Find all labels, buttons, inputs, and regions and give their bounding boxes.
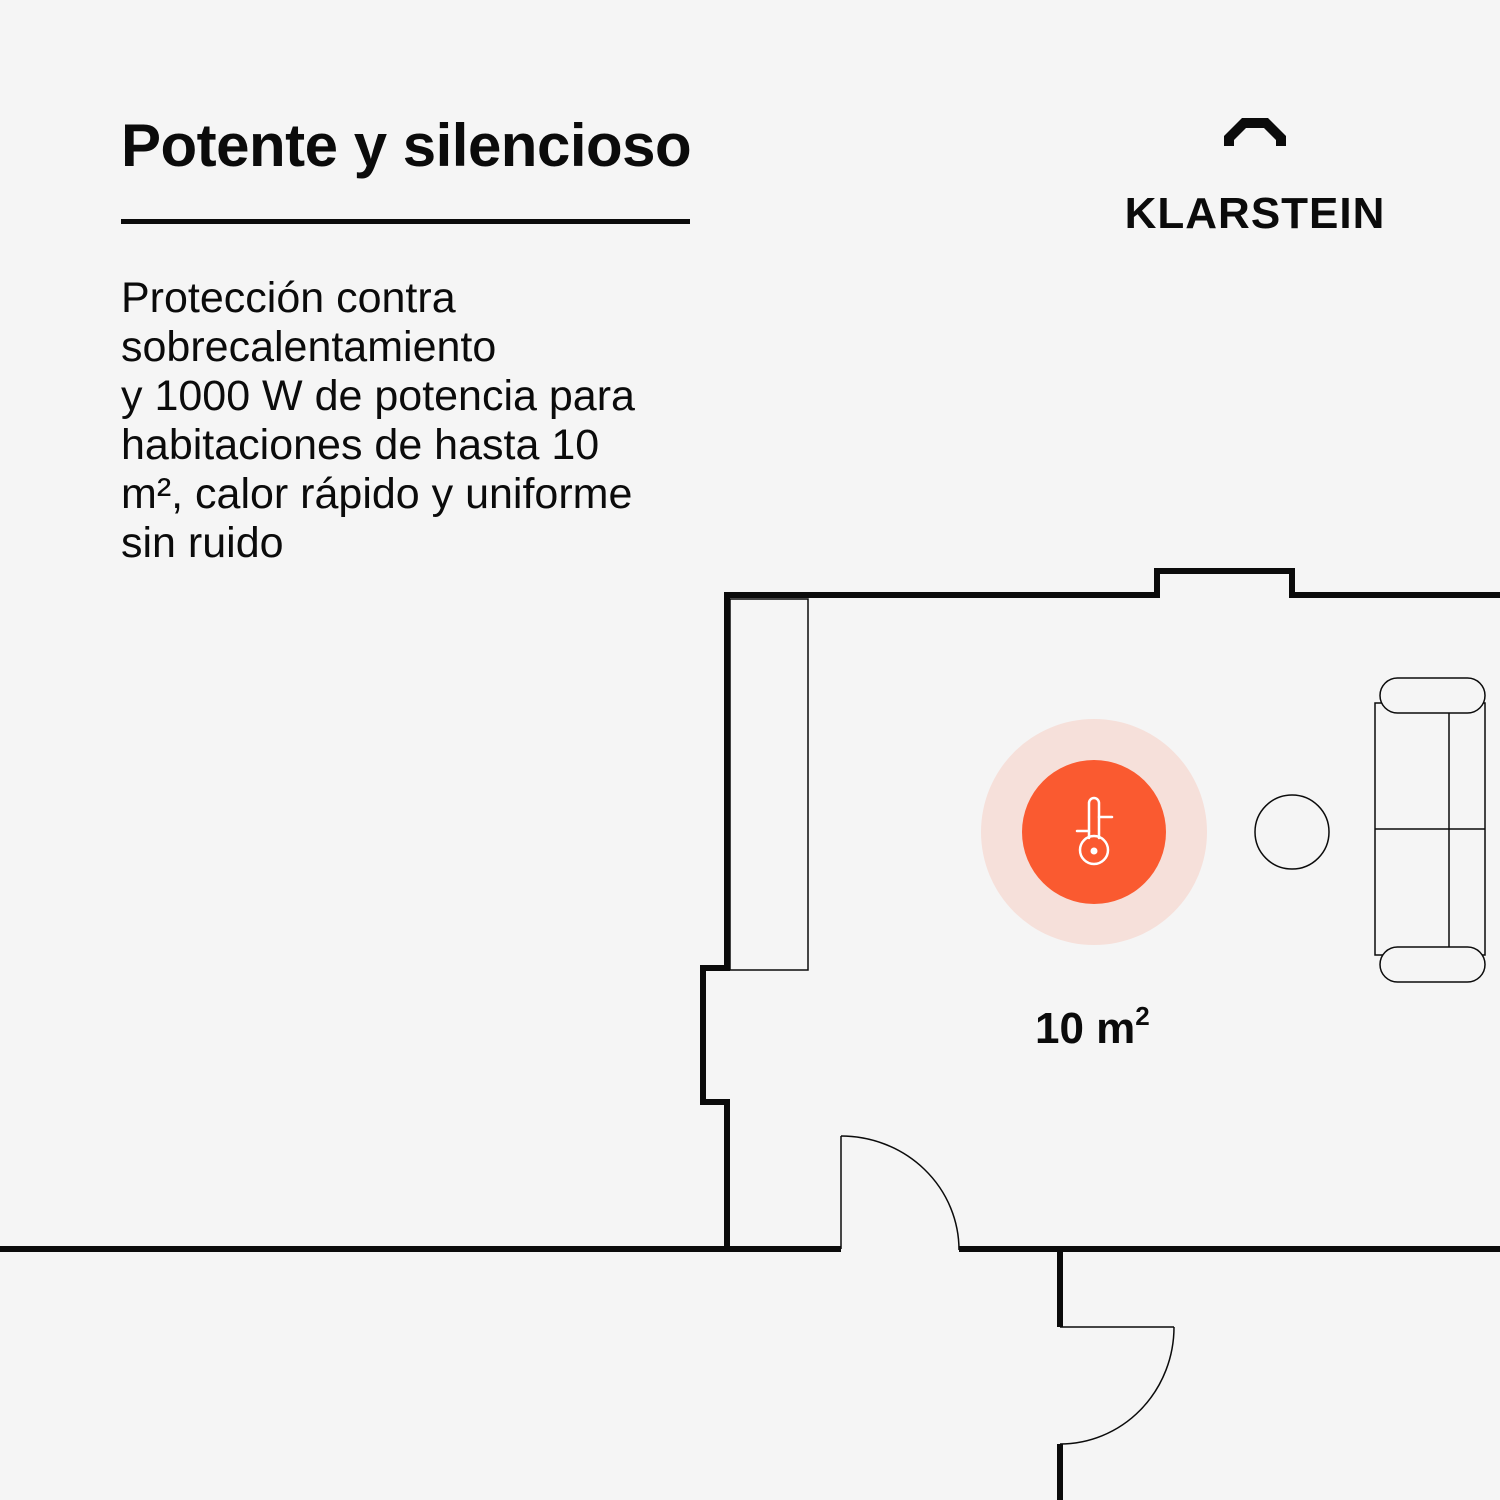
feature-description: Protección contra sobrecalentamiento y 1… — [121, 274, 721, 568]
description-line: habitaciones de hasta 10 — [121, 421, 600, 469]
description-line: Protección contra — [121, 274, 456, 322]
description-line: sin ruido — [121, 519, 284, 567]
room-area-superscript: 2 — [1135, 1001, 1150, 1031]
cabinet — [729, 598, 809, 971]
description-line: m², calor rápido y uniforme — [121, 470, 633, 518]
thermometer-icon — [1075, 796, 1114, 866]
heater-marker — [1022, 760, 1166, 904]
page-title: Potente y silencioso — [121, 112, 692, 179]
door-lower — [1059, 1326, 1175, 1445]
thermometer-bulb-dot — [1090, 847, 1098, 855]
brand-logo: KLARSTEIN — [1120, 118, 1390, 238]
sofa — [1374, 677, 1486, 983]
room-area-label: 10 m2 — [1035, 990, 1150, 1055]
door-upper — [840, 1135, 960, 1251]
octagon-bracket-logo-icon — [1224, 118, 1286, 146]
description-line: sobrecalentamiento — [121, 323, 497, 371]
brand-name: KLARSTEIN — [1124, 189, 1386, 238]
room-area-value: 10 m — [1035, 1004, 1136, 1053]
description-line: y 1000 W de potencia para — [121, 372, 635, 420]
coffee-table — [1254, 794, 1330, 870]
room-walls — [0, 568, 1500, 1500]
title-divider — [121, 219, 690, 224]
